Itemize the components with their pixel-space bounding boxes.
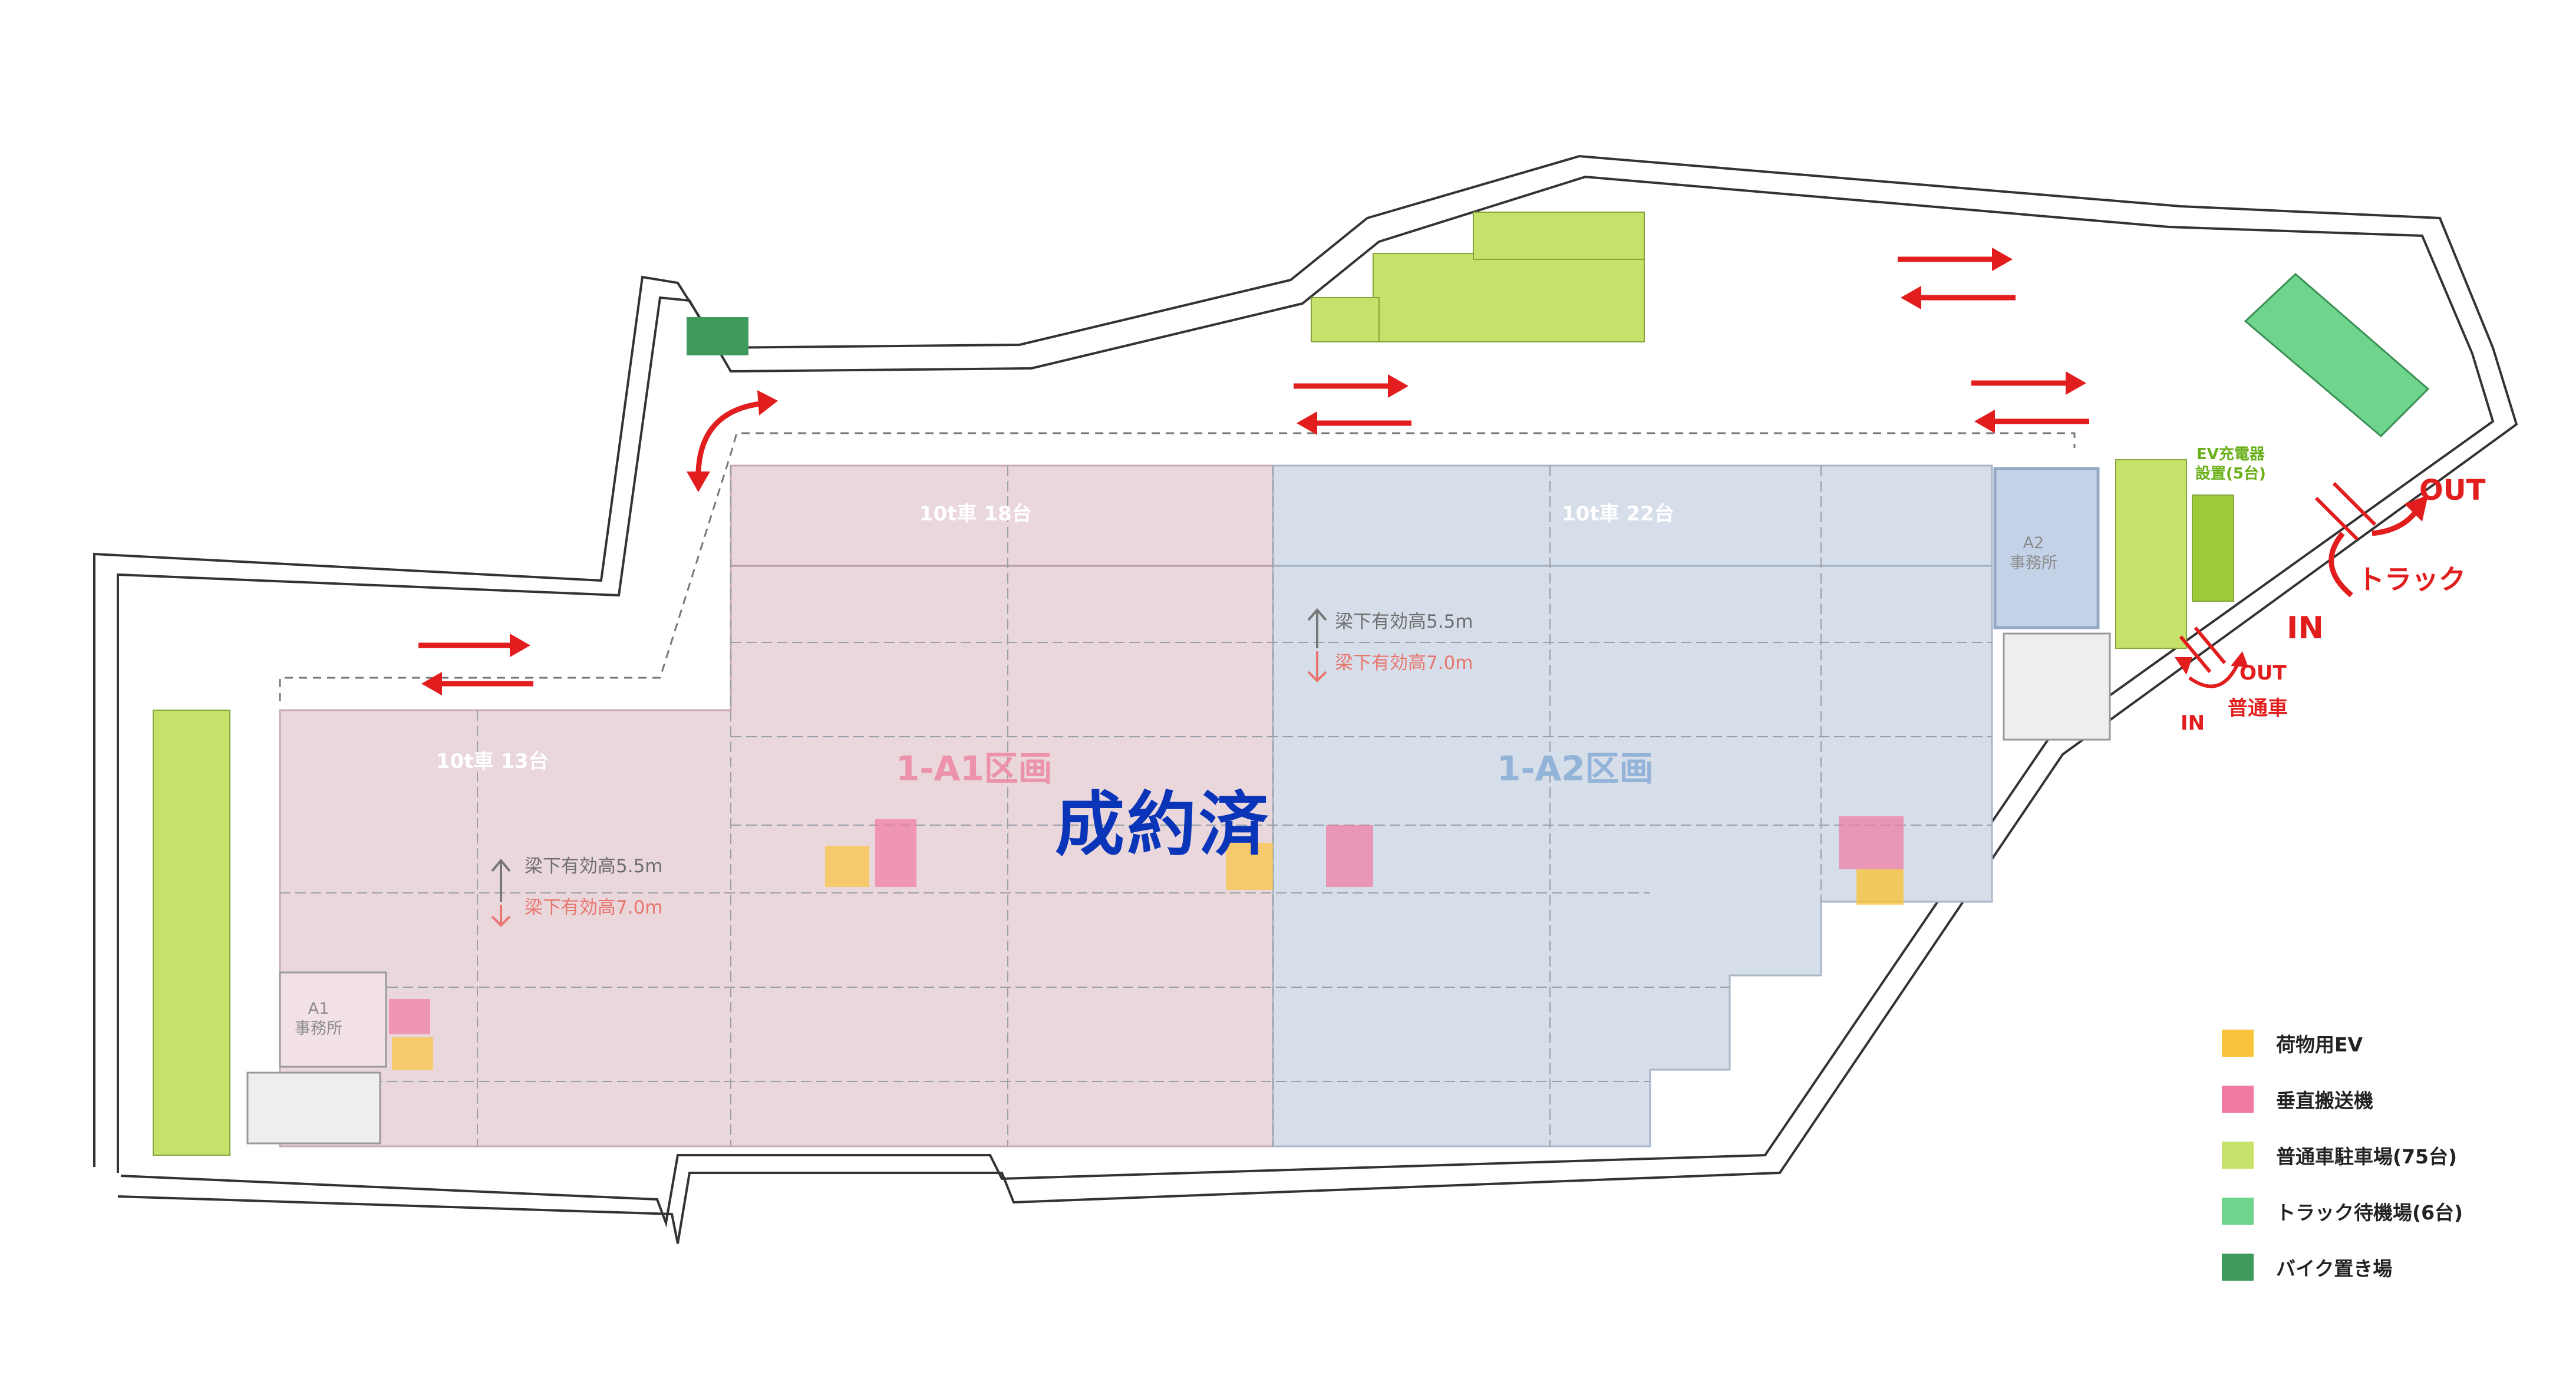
clearance-low-west: 梁下有効高5.5m — [525, 856, 663, 877]
contract-status: 成約済 — [1055, 784, 1271, 865]
structural-grid — [280, 466, 1992, 1146]
section-a1-label: 1-A1区画 — [896, 748, 1053, 789]
legend-swatch-cargo-ev — [2222, 1030, 2254, 1057]
ev-charger-line1: EV充電器 — [2196, 446, 2265, 463]
clearance-low-east: 梁下有効高5.5m — [1335, 611, 1473, 632]
legend-item: バイク置き場 — [2222, 1252, 2392, 1282]
lift-markers — [389, 816, 1904, 1070]
car-in-label: IN — [2181, 711, 2205, 735]
truck-in-label: IN — [2287, 611, 2324, 646]
office-blocks — [246, 632, 2111, 1145]
legend-item: 普通車駐車場(75台) — [2222, 1140, 2457, 1170]
zone-a1-truck-capacity: 10t車 18台 — [919, 502, 1032, 526]
ev-charger-label: EV充電器 設置(5台) — [2195, 445, 2266, 483]
clearance-arrows — [491, 608, 1327, 927]
legend-swatch-vertical-conveyor — [2222, 1086, 2254, 1113]
office-a2-office: 事務所 — [2010, 553, 2057, 572]
legend-swatch-truck-waiting — [2222, 1198, 2254, 1225]
traffic-arrows — [418, 248, 2428, 695]
zone-a2 — [1272, 464, 2100, 1148]
clearance-high-east: 梁下有効高7.0m — [1335, 652, 1473, 674]
truck-label: トラック — [2357, 563, 2466, 595]
parking-areas — [153, 212, 2234, 1156]
bike-parking — [687, 317, 748, 355]
site-boundary — [93, 154, 2518, 1244]
truck-waiting-area — [2244, 272, 2430, 438]
legend-item: 垂直搬送機 — [2222, 1084, 2373, 1114]
legend-label: バイク置き場 — [2276, 1257, 2393, 1280]
car-out-label: OUT — [2239, 661, 2287, 685]
office-a2-name: A2 — [2023, 534, 2044, 552]
legend-label: 垂直搬送機 — [2276, 1089, 2373, 1112]
clearance-high-west: 梁下有効高7.0m — [525, 897, 663, 918]
legend-swatch-car-parking — [2222, 1142, 2254, 1169]
legend-swatch-bike-parking — [2222, 1254, 2254, 1281]
gate-marks — [2179, 482, 2377, 673]
office-a1-name: A1 — [308, 1000, 329, 1018]
office-a1-label: A1 事務所 — [295, 999, 342, 1039]
truck-out-label: OUT — [2419, 474, 2486, 507]
legend-item: 荷物用EV — [2222, 1028, 2363, 1058]
zone-a2-truck-capacity: 10t車 22台 — [1562, 502, 1674, 526]
car-label: 普通車 — [2228, 697, 2288, 720]
legend-label: トラック待機場(6台) — [2276, 1201, 2463, 1224]
legend-item: トラック待機場(6台) — [2222, 1196, 2463, 1226]
zone-a1-west-truck-capacity: 10t車 13台 — [436, 750, 549, 773]
legend-label: 普通車駐車場(75台) — [2276, 1145, 2458, 1168]
section-a2-label: 1-A2区画 — [1497, 748, 1654, 789]
legend-label: 荷物用EV — [2276, 1033, 2363, 1056]
office-a2-label: A2 事務所 — [2010, 533, 2057, 573]
office-a1-office: 事務所 — [295, 1019, 342, 1038]
ev-charger-line2: 設置(5台) — [2195, 464, 2266, 483]
